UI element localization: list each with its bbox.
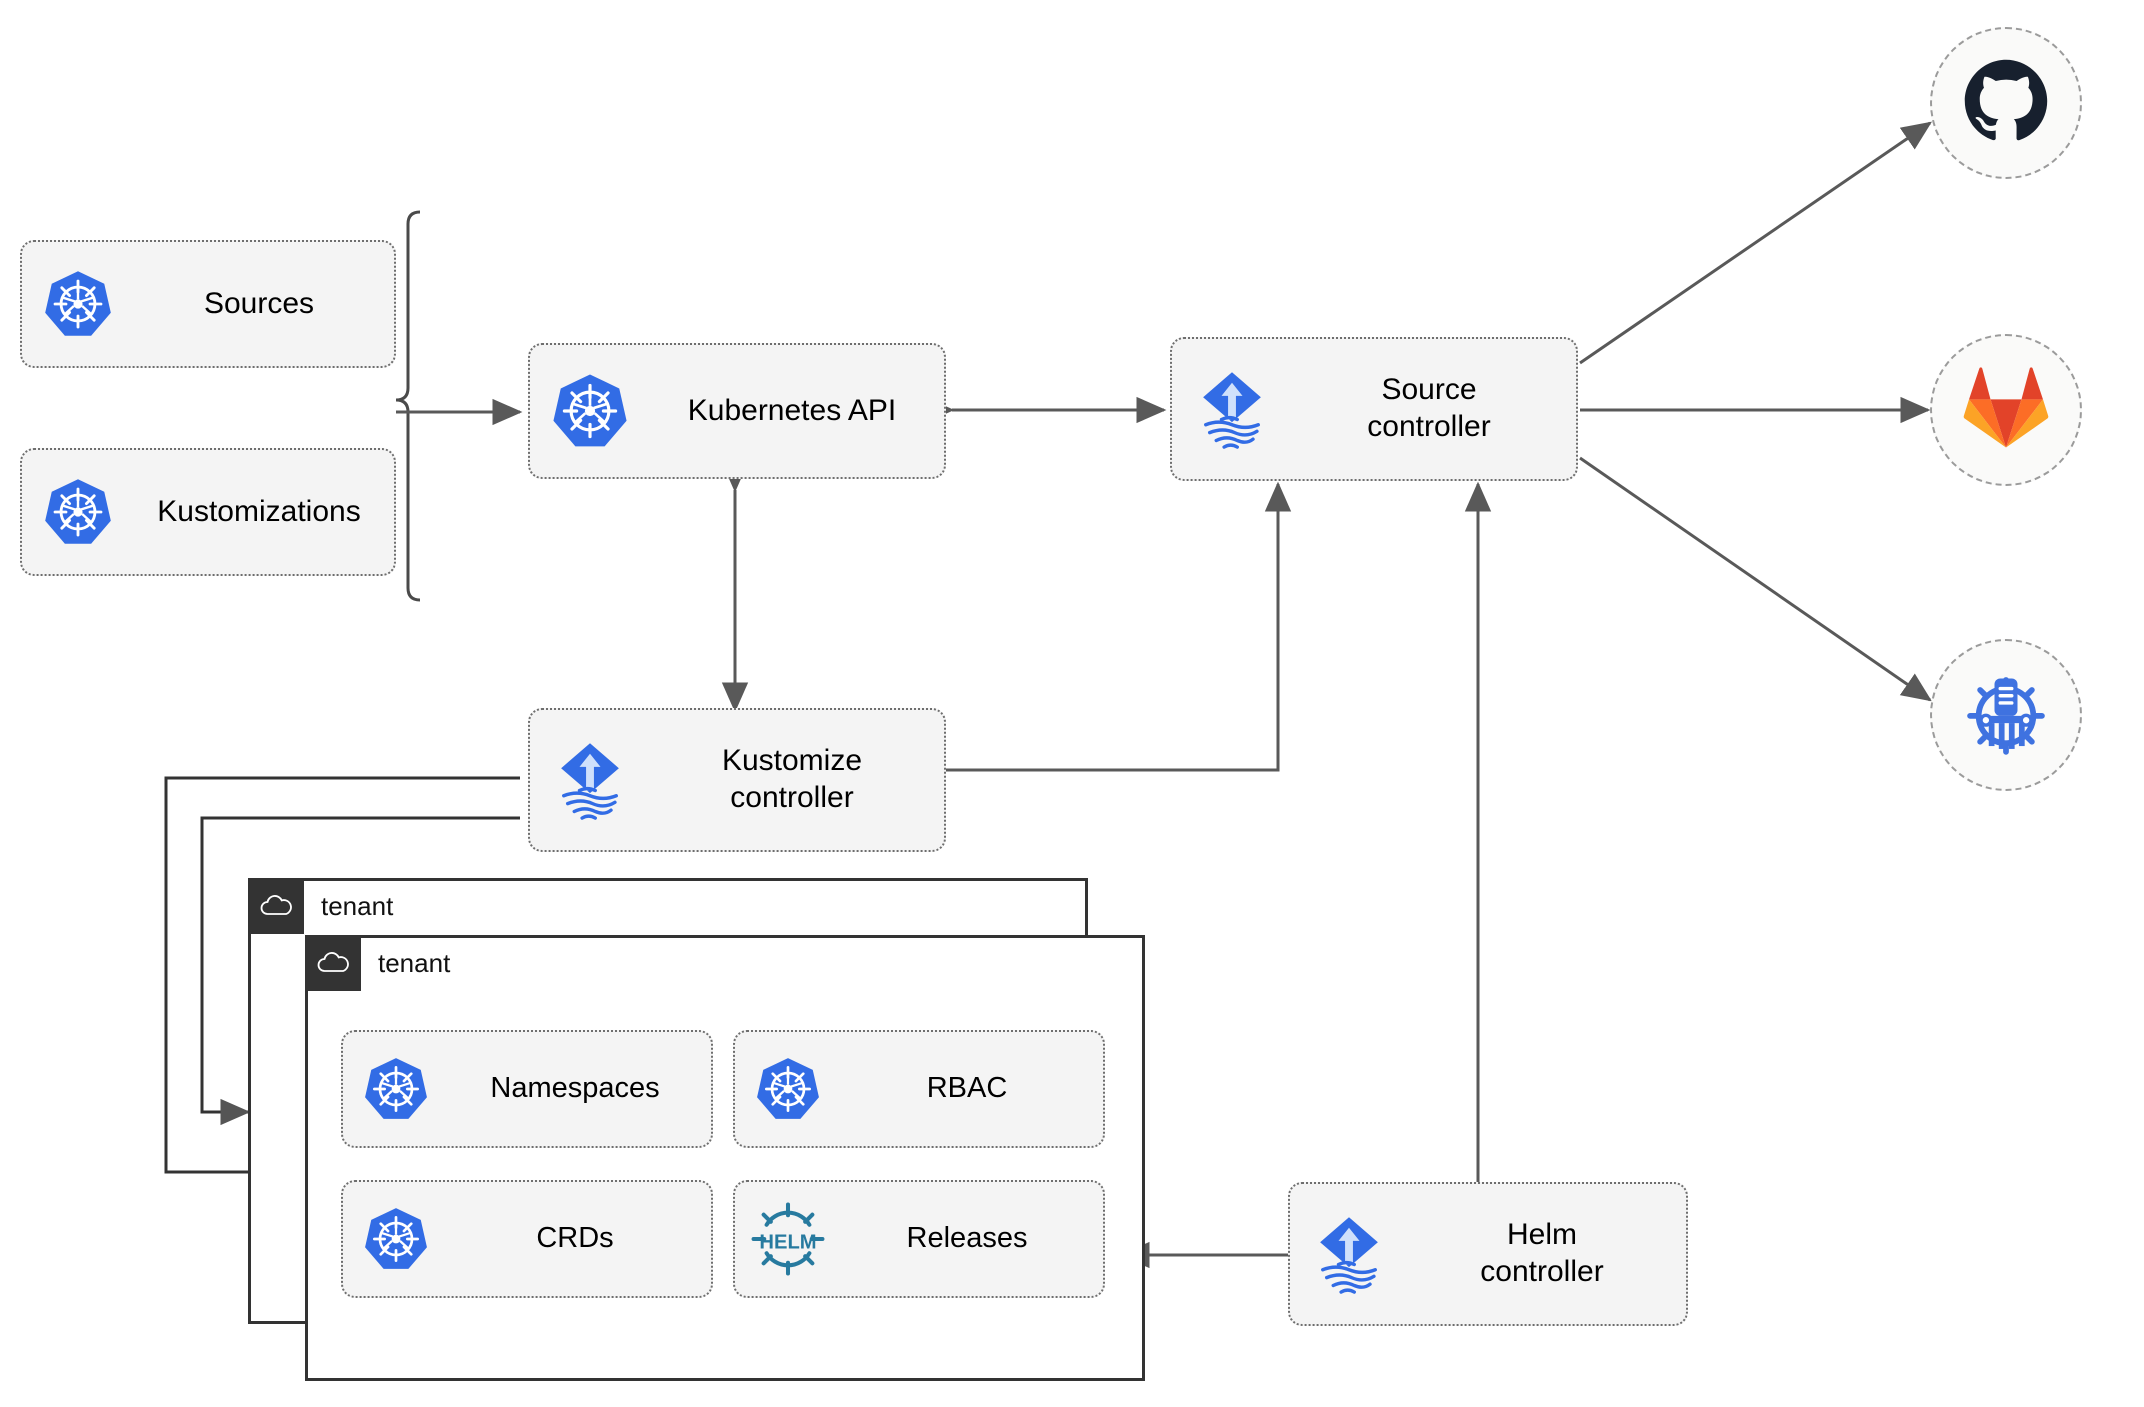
node-label: Namespaces (490, 1072, 660, 1105)
node-label: Kubernetes API (687, 393, 897, 427)
flux-icon (1172, 367, 1292, 451)
node-label: Kustomize controller (721, 744, 863, 814)
kubernetes-icon (22, 477, 134, 547)
helm-repository-icon (1960, 667, 2052, 764)
group-bracket (395, 210, 421, 602)
tenant-label-front: tenant (378, 947, 451, 978)
provider-github[interactable] (1930, 27, 2082, 179)
node-rbac[interactable]: RBAC (733, 1030, 1105, 1148)
node-source-controller[interactable]: Source controller (1170, 337, 1578, 481)
tenant-container-front[interactable]: tenant (305, 935, 1145, 1381)
provider-helm-repository[interactable] (1930, 639, 2082, 791)
tenant-label-back: tenant (321, 890, 394, 921)
node-label: RBAC (926, 1072, 1008, 1105)
node-helm-controller[interactable]: Helm controller (1288, 1182, 1688, 1326)
kubernetes-icon (343, 1056, 449, 1122)
node-sources[interactable]: Sources (20, 240, 396, 368)
kubernetes-icon (22, 269, 134, 339)
node-label: Source controller (1367, 373, 1491, 443)
flux-icon (1290, 1212, 1408, 1296)
cloud-icon (248, 878, 304, 934)
node-label: Helm controller (1480, 1218, 1604, 1288)
node-kustomizations[interactable]: Kustomizations (20, 448, 396, 576)
tenant-tab-back (248, 878, 304, 934)
wire-source-to-github (1579, 121, 1932, 365)
node-label: CRDs (536, 1222, 614, 1255)
node-label: Sources (203, 286, 315, 320)
wire-kustomize-to-source (946, 481, 1292, 772)
kubernetes-icon (735, 1056, 841, 1122)
wire-source-to-bucket (1579, 456, 1932, 702)
kubernetes-icon (530, 372, 650, 450)
provider-gitlab[interactable] (1930, 334, 2082, 486)
tenant-tab-front (305, 935, 361, 991)
github-icon (1963, 58, 2049, 149)
node-kustomize-controller[interactable]: Kustomize controller (528, 708, 946, 852)
kubernetes-icon (343, 1206, 449, 1272)
node-releases[interactable]: HELM Releases (733, 1180, 1105, 1298)
helm-icon: HELM (735, 1201, 841, 1277)
node-label: Releases (906, 1222, 1028, 1255)
node-namespaces[interactable]: Namespaces (341, 1030, 713, 1148)
node-label: Kustomizations (157, 494, 361, 528)
node-crds[interactable]: CRDs (341, 1180, 713, 1298)
gitlab-icon (1963, 365, 2049, 456)
cloud-icon (305, 935, 361, 991)
node-kubernetes-api[interactable]: Kubernetes API (528, 343, 946, 479)
flux-icon (530, 738, 650, 822)
svg-text:HELM: HELM (759, 1232, 816, 1254)
